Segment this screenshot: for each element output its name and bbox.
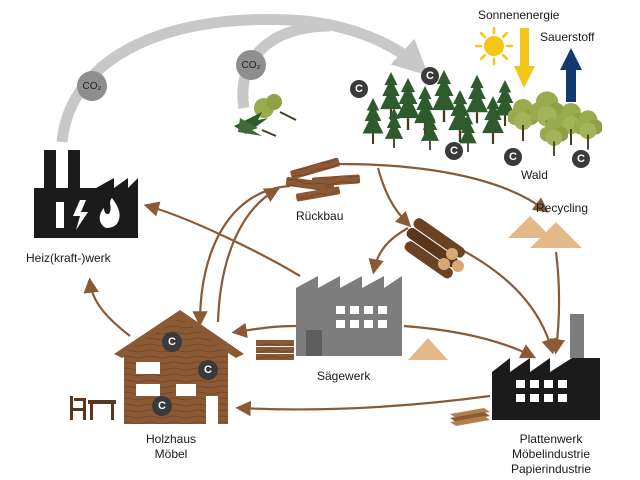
furniture-icon	[70, 396, 116, 420]
carbon-symbol: C	[509, 151, 517, 163]
arrow-sawmill-to-house	[231, 322, 297, 339]
sun-energy-label: Sonnenenergie	[478, 8, 560, 22]
oxygen-label: Sauerstoff	[540, 30, 595, 44]
arrow-panel-plant-to-house	[235, 394, 491, 417]
wood-house-label-line1: Holzhaus	[145, 432, 197, 446]
co2-label-right: CO₂	[241, 60, 261, 71]
sawmill-label: Sägewerk	[317, 369, 371, 383]
carbon-symbol: C	[355, 83, 363, 95]
panel-plant-label: Plattenwerk Möbelindustrie Papierindustr…	[496, 432, 606, 477]
oxygen-arrow-icon	[560, 48, 582, 102]
sun-icon	[474, 26, 514, 66]
lumber-stack-icon	[256, 340, 294, 360]
wood-house-label-line2: Möbel	[154, 447, 188, 461]
carbon-symbol: C	[426, 70, 434, 82]
panel-plant-label-line3: Papierindustrie	[510, 462, 592, 476]
co2-label-left: CO₂	[82, 81, 102, 92]
arrow-recycling-to-panel-plant	[549, 251, 565, 355]
forest-label: Wald	[521, 168, 548, 182]
wood-house-label: Holzhaus Möbel	[126, 432, 216, 462]
carbon-symbol: C	[168, 336, 176, 348]
carbon-badge-house-3	[152, 396, 172, 416]
recycling-label: Recycling	[536, 201, 589, 215]
co2-arrow-right	[237, 20, 331, 109]
wood-house-icon	[114, 310, 244, 424]
dismantling-label: Rückbau	[296, 209, 344, 223]
carbon-symbol: C	[204, 364, 212, 376]
arrow-dismantling-to-house	[192, 184, 291, 327]
panels-stack-icon	[450, 408, 490, 426]
panel-plant-label-line2: Möbelindustrie	[511, 447, 591, 461]
decaying-trees-icon	[234, 94, 297, 137]
panel-plant-icon	[492, 314, 600, 420]
sawdust-pile-icon	[408, 338, 448, 360]
carbon-badge-house-1	[162, 332, 182, 352]
panel-plant-label-line1: Plattenwerk	[519, 432, 583, 446]
wood-pile-icon	[285, 157, 361, 202]
heat-plant-icon	[34, 150, 138, 238]
carbon-badge-house-2	[198, 360, 218, 380]
carbon-symbol: C	[158, 400, 166, 412]
arrow-dismantling-to-recycling	[337, 162, 549, 213]
sunlight-arrow-icon	[514, 28, 535, 88]
arrow-sawmill-to-heat-plant	[143, 201, 301, 277]
logs-icon	[404, 218, 466, 279]
recycling-sawdust-icon	[508, 216, 582, 248]
co2-bubble-right	[236, 50, 266, 80]
arrow-house-to-dismantling	[216, 187, 281, 323]
carbon-symbol: C	[577, 153, 585, 165]
co2-bubble-left	[77, 71, 107, 101]
arrow-logs-to-panel-plant	[461, 249, 557, 355]
arrow-house-to-heat-plant	[83, 277, 131, 337]
arrow-forest-to-logs	[376, 167, 412, 228]
carbon-badges-forest	[350, 67, 590, 168]
arrow-logs-to-sawmill	[368, 227, 409, 275]
sawmill-icon	[296, 276, 402, 356]
arrow-sawmill-to-panel-plant	[403, 324, 537, 359]
heat-plant-label: Heiz(kraft-)werk	[26, 251, 111, 265]
flow-arrows	[83, 162, 565, 417]
carbon-symbol: C	[450, 145, 458, 157]
